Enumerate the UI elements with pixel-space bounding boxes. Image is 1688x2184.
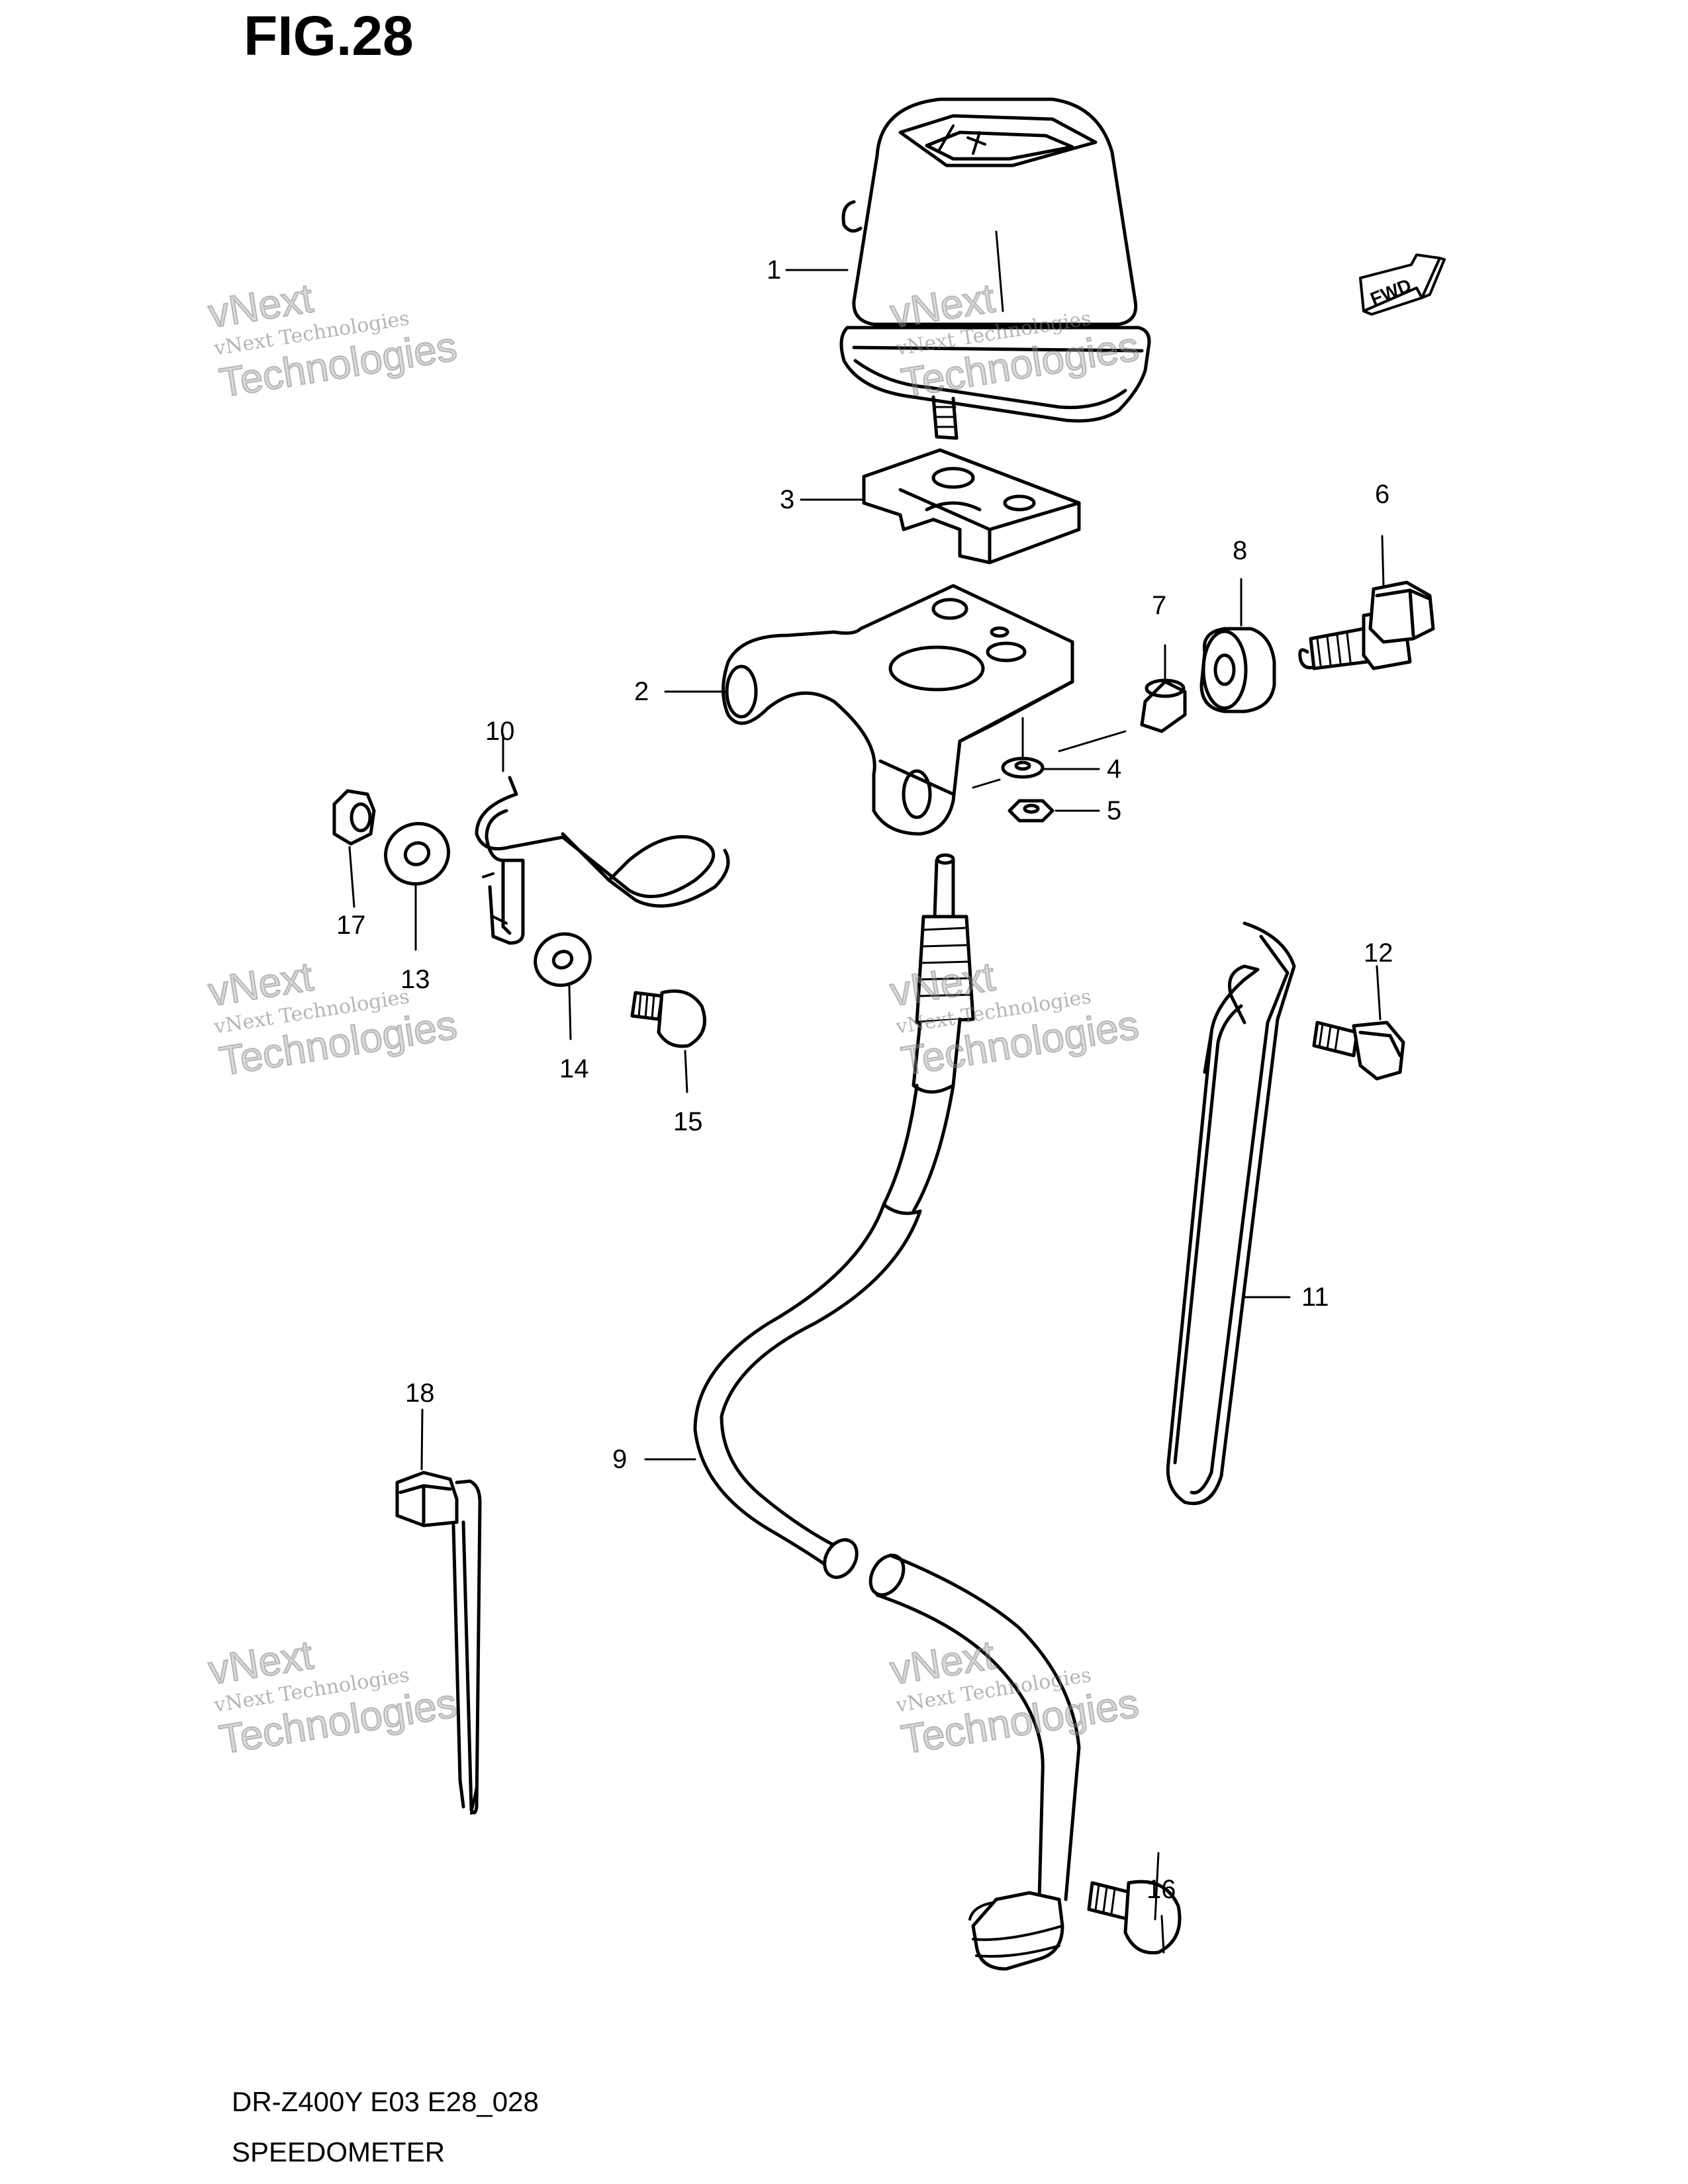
part-14-washer <box>534 932 592 1040</box>
part-5-nut <box>972 778 1055 823</box>
model-code: DR-Z400Y E03 E28_028 <box>232 2086 539 2117</box>
callout-11: 11 <box>1301 1283 1329 1312</box>
callout-9: 9 <box>612 1445 628 1474</box>
part-10-wire-clamp <box>475 733 730 945</box>
part-17-nut <box>332 789 376 908</box>
part-8-grommet <box>1199 627 1276 713</box>
callout-2: 2 <box>634 677 649 706</box>
callout-3: 3 <box>780 485 795 514</box>
part-4-washer <box>1001 717 1045 779</box>
part-11-cable-clamp <box>1166 921 1296 1506</box>
part-13-washer <box>384 821 450 951</box>
callout-5: 5 <box>1107 796 1122 825</box>
callout-17: 17 <box>336 911 366 940</box>
part-15-screw <box>630 989 706 1093</box>
part-12-bolt <box>1312 965 1405 1081</box>
figure-title: FIG.28 <box>244 5 414 67</box>
part-6-bolt <box>1298 580 1435 670</box>
callout-13: 13 <box>400 965 430 994</box>
callout-16: 16 <box>1147 1875 1176 1904</box>
section-name: SPEEDOMETER <box>232 2136 445 2167</box>
part-2-speedometer-bracket <box>722 584 1074 836</box>
part-16-screw <box>1087 1852 1182 1955</box>
callout-8: 8 <box>1233 536 1248 565</box>
part-9-speedometer-cable <box>693 853 1081 1971</box>
part-3-cushion-plate <box>862 448 1081 565</box>
callout-4: 4 <box>1107 754 1122 784</box>
callout-10: 10 <box>485 717 515 746</box>
callout-7: 7 <box>1152 591 1167 620</box>
callout-1: 1 <box>767 255 782 285</box>
fwd-arrow-icon: FWD <box>1359 253 1446 316</box>
callout-12: 12 <box>1364 938 1393 968</box>
callout-18: 18 <box>405 1379 435 1408</box>
part-1-speedometer-housing <box>839 97 1151 440</box>
callout-6: 6 <box>1375 480 1390 509</box>
part-18-cable-tie <box>395 1408 482 1815</box>
callout-14: 14 <box>559 1054 589 1083</box>
leader-lines <box>644 269 1385 1954</box>
part-7-collar <box>1058 678 1187 752</box>
callout-15: 15 <box>673 1107 703 1136</box>
